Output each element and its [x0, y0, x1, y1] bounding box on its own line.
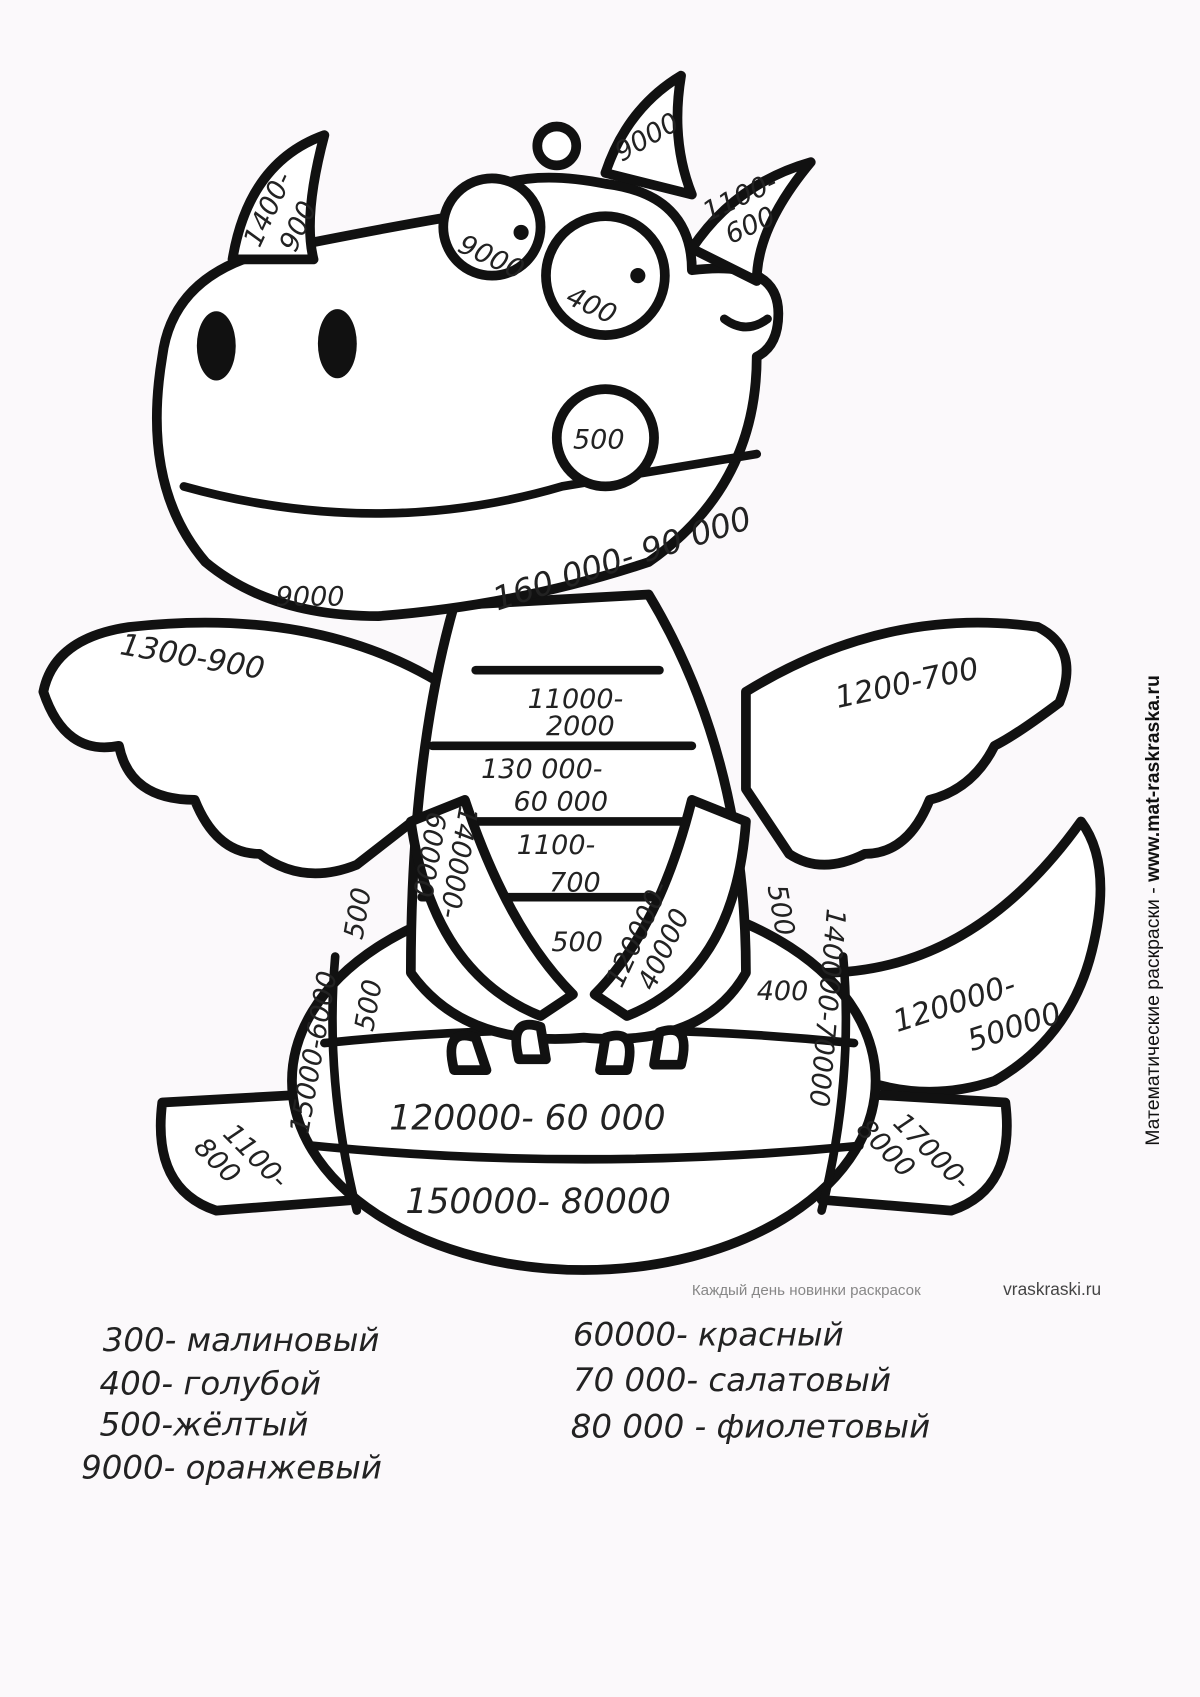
eye-right	[541, 211, 670, 340]
label-side-left-1: 500	[339, 885, 378, 941]
svg-text:1100-600: 1100-600	[698, 167, 795, 256]
legend-item: 300- малиновый	[103, 1321, 380, 1359]
label-belly-1: 120000- 60 000	[389, 1099, 665, 1139]
svg-text:130 000-60 000: 130 000-60 000	[481, 754, 608, 817]
legend-item: 9000- оранжевый	[81, 1449, 382, 1487]
svg-text:11000-2000: 11000-2000	[528, 684, 624, 742]
legend-item: 500-жёлтый	[100, 1405, 309, 1443]
label-belly-2: 150000- 80000	[405, 1182, 670, 1222]
horn-top	[600, 70, 697, 200]
label-nostril: 500	[573, 425, 625, 456]
legend-item: 60000- красный	[573, 1316, 844, 1354]
tail	[816, 816, 1106, 1097]
side-caption-text: Математические раскраски -	[1142, 882, 1164, 1146]
legend-item: 70 000- салатовый	[573, 1361, 891, 1399]
cheek-circle	[551, 384, 659, 492]
label-chest-1b: 2000	[546, 711, 615, 742]
wing-left	[38, 617, 459, 879]
footer-tagline: Каждый день новинки раскрасок	[692, 1282, 921, 1299]
label-chest-1: 11000-	[528, 684, 624, 715]
label-chest-3b: 700	[549, 868, 601, 899]
dragon-drawing	[38, 70, 1106, 1275]
side-caption-site: www.mat-raskraska.ru	[1142, 675, 1164, 883]
legend-item: 80 000 - фиолетовый	[571, 1408, 930, 1446]
wing-right	[741, 617, 1072, 870]
label-chest-3: 1100-	[517, 830, 596, 861]
label-side-right-2: 400	[757, 976, 809, 1007]
svg-text:1100-700: 1100- 700	[517, 830, 601, 899]
label-tooth: 9000	[276, 581, 345, 612]
nostril-right	[317, 309, 357, 379]
nostril-left	[196, 311, 236, 381]
label-chest-2b: 60 000	[514, 787, 609, 818]
color-legend: 300- малиновый 400- голубой 500-жёлтый 9…	[81, 1316, 930, 1487]
footer-site: vraskraski.ru	[1003, 1279, 1101, 1299]
label-chest-2: 130 000-	[481, 754, 602, 785]
eye-left	[438, 173, 546, 281]
arm-right	[589, 794, 751, 1021]
horn-left	[227, 130, 330, 265]
svg-text:140000-60000: 140000-60000	[403, 799, 483, 921]
legend-item: 400- голубой	[100, 1364, 321, 1402]
side-caption: Математические раскраски - www.mat-raskr…	[1142, 675, 1164, 1146]
label-chest-4: 500	[551, 927, 603, 958]
arm-left	[405, 794, 578, 1021]
horn-right	[687, 157, 816, 286]
